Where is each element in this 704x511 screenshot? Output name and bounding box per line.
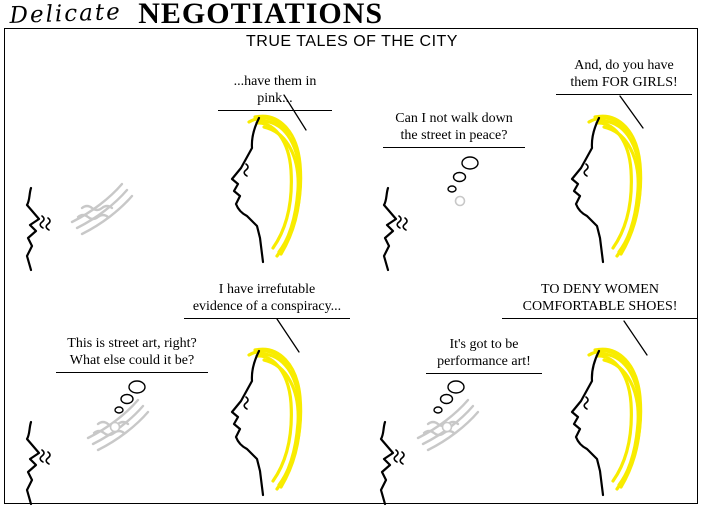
speech-caption-for-girls: And, do you have them FOR GIRLS! — [556, 57, 692, 95]
comic-title: Delicate NEGOTIATIONS — [9, 0, 384, 31]
comic-subtitle: TRUE TALES OF THE CITY — [246, 33, 458, 50]
speech-caption-pink: ...have them in pink... — [218, 73, 332, 111]
thought-caption-street-art: This is street art, right? What else cou… — [56, 335, 208, 373]
speech-caption-conspiracy: I have irrefutable evidence of a conspir… — [184, 281, 350, 319]
speech-caption-comfortable-shoes: TO DENY WOMEN COMFORTABLE SHOES! — [502, 281, 698, 319]
comic-frame-border — [4, 28, 698, 504]
title-script-word: Delicate — [9, 0, 123, 29]
thought-caption-peace: Can I not walk down the street in peace? — [383, 110, 525, 148]
thought-caption-performance-art: It's got to be performance art! — [426, 336, 542, 374]
title-main-word: NEGOTIATIONS — [138, 0, 384, 30]
